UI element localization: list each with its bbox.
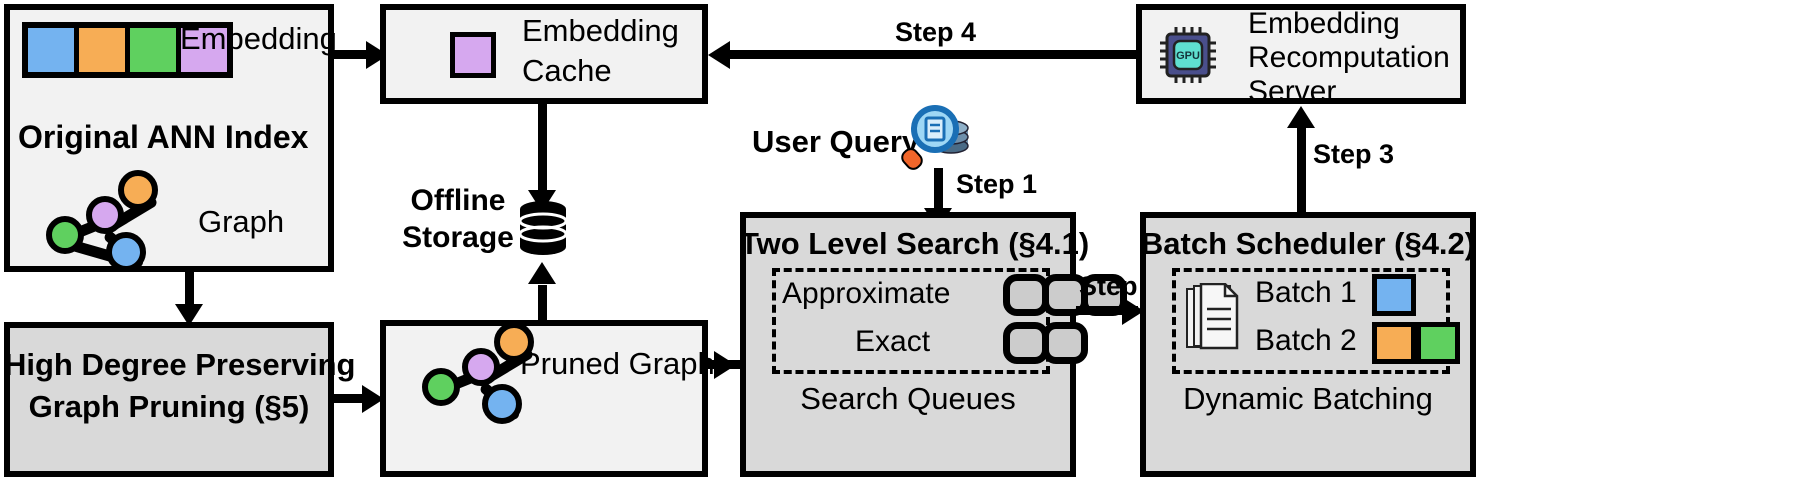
embedding-cache-title-line1: Embedding	[522, 13, 679, 48]
graph-node-green	[46, 216, 84, 254]
magnifier-database-icon	[901, 105, 969, 170]
graph-pruning-box	[4, 322, 334, 477]
two-level-search-box	[740, 212, 1076, 477]
embedding-label: Embedding	[180, 21, 337, 56]
database-cylinder-icon	[518, 201, 568, 255]
arrow-step2-head	[1122, 297, 1144, 325]
arrow-step4-head	[708, 41, 730, 69]
arrow-index-to-cache-shaft	[334, 50, 372, 59]
original-ann-index-title: Original ANN Index	[18, 119, 309, 155]
batch-scheduler-title: Batch Scheduler (§4.2)	[1140, 226, 1476, 261]
graph-label: Graph	[198, 204, 285, 239]
arrow-pruned-to-storage-head	[528, 262, 556, 284]
step1-label: Step 1	[956, 169, 1038, 199]
pruned-node-green	[422, 368, 460, 406]
offline-storage-label-line1: Offline	[410, 184, 506, 217]
dynamic-batching-dashed-region	[1172, 268, 1450, 374]
documents-stack-icon	[1186, 283, 1239, 350]
pruned-node-orange	[494, 322, 534, 362]
pruned-node-purple	[462, 348, 500, 386]
arrow-step2-shaft	[1076, 306, 1138, 315]
search-queues-footer: Search Queues	[800, 381, 1016, 416]
graph-pruning-title-line2: Graph Pruning (§5)	[28, 389, 310, 424]
search-queues-dashed-region	[772, 268, 1050, 374]
user-query-label: User Query	[752, 124, 920, 159]
graph-node-orange	[118, 170, 158, 210]
gpu-chip-icon: GPU	[1160, 27, 1216, 83]
arrow-pruned-to-search-head	[714, 351, 736, 379]
arrow-step4-shaft	[728, 50, 1138, 59]
pruned-node-blue	[482, 384, 522, 424]
embedding-cache-title-line2: Cache	[522, 53, 612, 88]
two-level-search-title: Two Level Search (§4.1)	[740, 226, 1090, 261]
embedding-cache-chip-icon	[450, 32, 496, 78]
arrow-step3-shaft	[1297, 128, 1306, 212]
graph-node-purple	[86, 196, 124, 234]
exact-row-label: Exact	[855, 325, 931, 358]
recomputation-server-line2: Recomputation	[1248, 41, 1450, 74]
dynamic-batching-footer: Dynamic Batching	[1183, 381, 1433, 416]
arrow-step3-head	[1287, 106, 1315, 128]
arrow-cache-to-storage-shaft	[538, 104, 547, 194]
batch-1-chip-blue	[1372, 274, 1416, 316]
recomputation-server-line3: Server	[1248, 75, 1337, 108]
svg-text:GPU: GPU	[1176, 50, 1200, 62]
embedding-vector-icon	[22, 22, 233, 78]
arrow-pruning-to-pruned-shaft	[334, 394, 366, 403]
exact-queue-cell	[1042, 322, 1088, 364]
step3-label: Step 3	[1313, 139, 1395, 169]
arrow-step1-shaft	[934, 168, 943, 214]
batch-1-label: Batch 1	[1255, 276, 1357, 309]
batch-2-chip-orange	[1372, 322, 1416, 364]
batch-2-chip-green	[1416, 322, 1460, 364]
graph-pruning-title-line1: High Degree Preserving	[4, 347, 356, 382]
arrow-index-to-pruning-shaft	[185, 272, 194, 308]
batch-2-label: Batch 2	[1255, 324, 1357, 357]
arrow-pruned-to-storage-shaft	[538, 285, 547, 325]
approximate-row-label: Approximate	[782, 277, 951, 310]
step4-label: Step 4	[895, 17, 977, 47]
offline-storage-label-line2: Storage	[402, 221, 514, 254]
recomputation-server-line1: Embedding	[1248, 7, 1400, 40]
arrow-index-to-pruning-head	[175, 304, 203, 326]
embedding-cache-box	[380, 4, 708, 104]
arrow-pruning-to-pruned-head	[362, 385, 384, 413]
pruned-graph-label: Pruned Graph	[520, 346, 715, 381]
graph-node-blue	[106, 232, 146, 272]
